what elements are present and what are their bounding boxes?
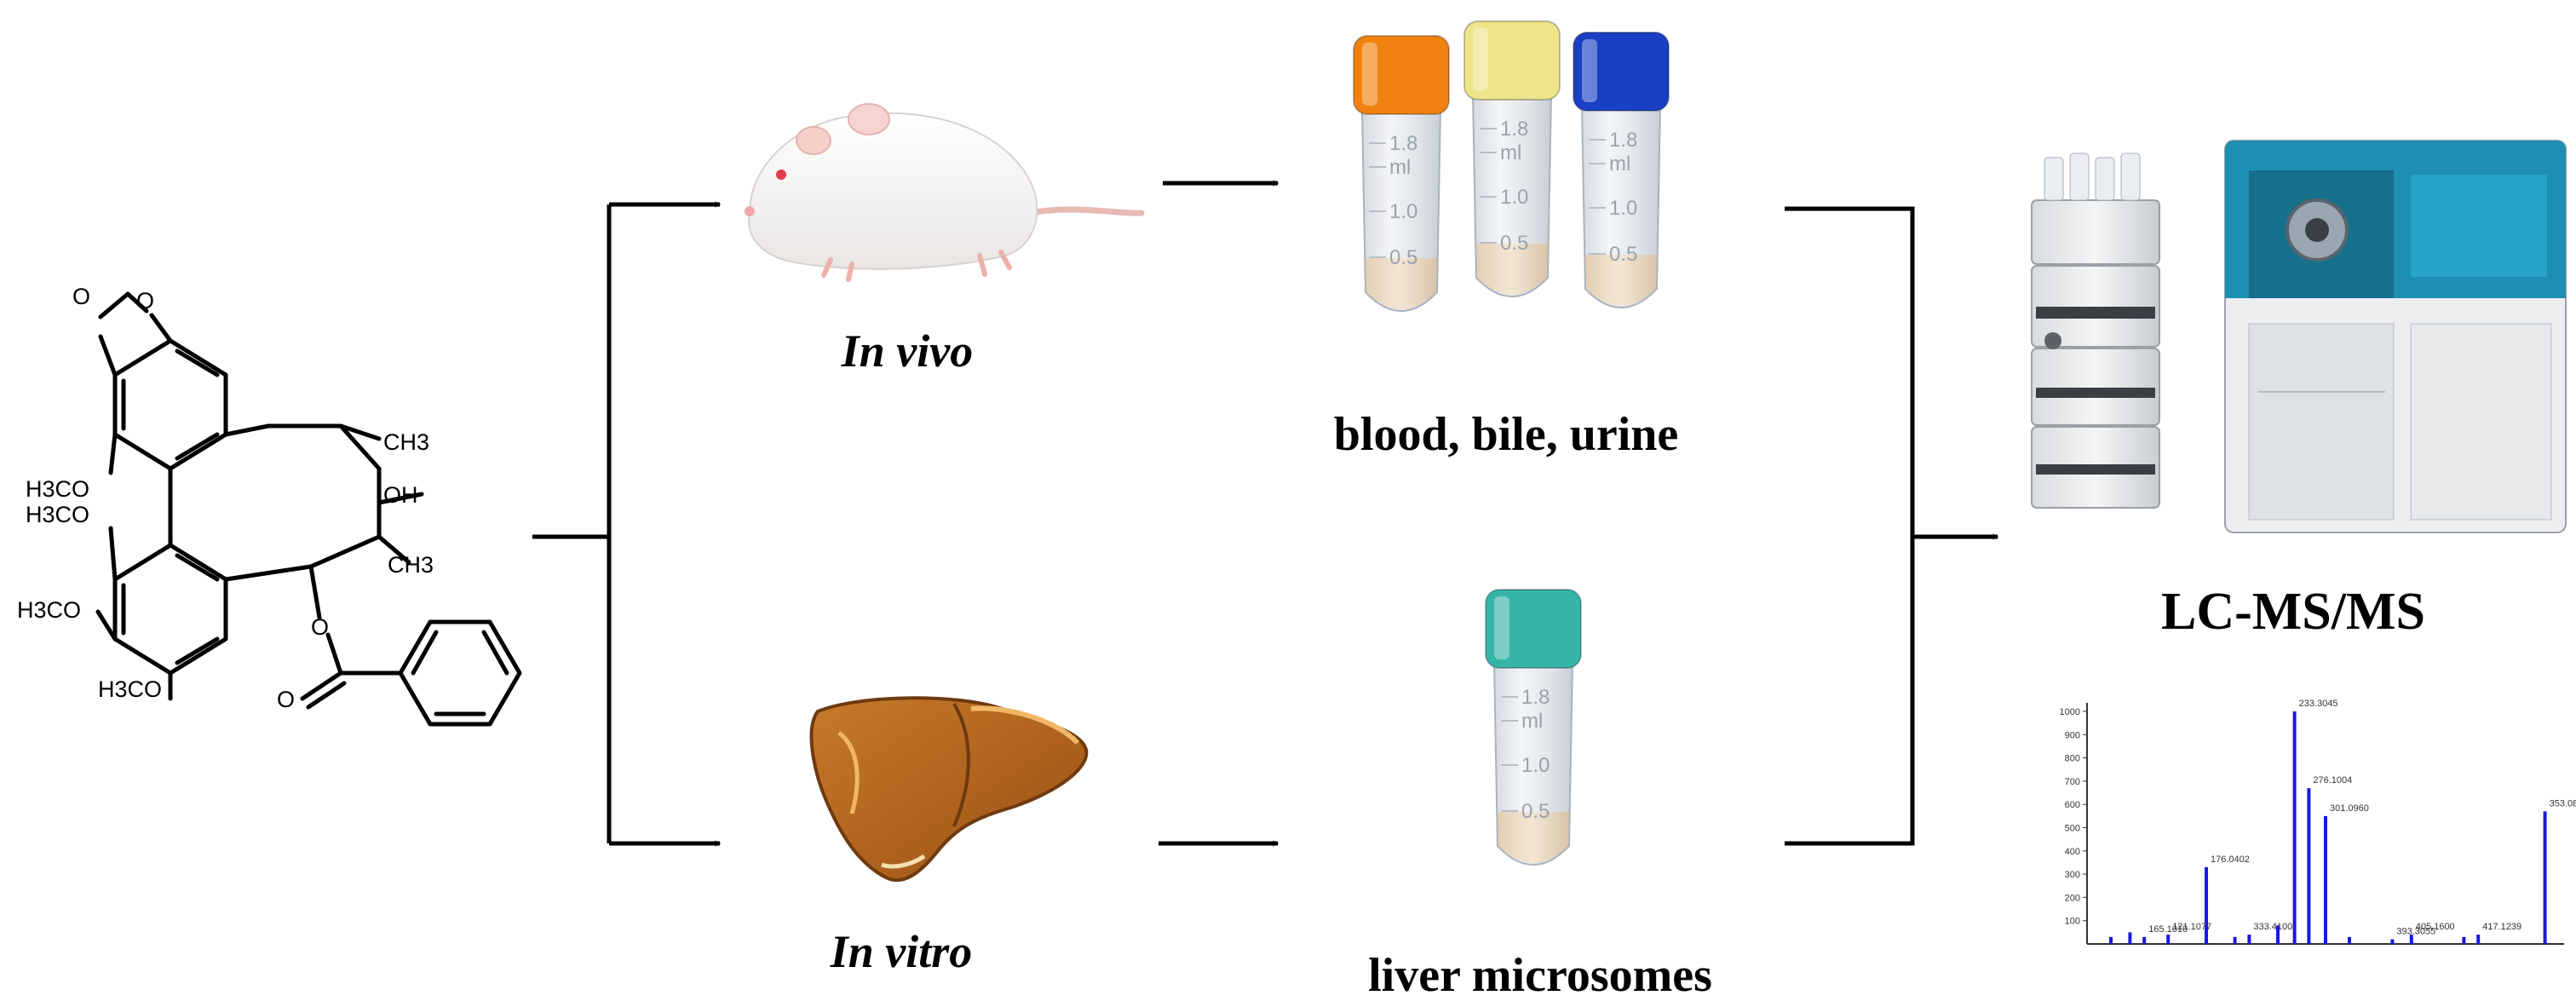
spectrum-y-tick-label: 100 bbox=[2065, 917, 2080, 927]
tube-graduation-label: ml bbox=[1609, 152, 1630, 176]
tube-cap-highlight bbox=[1473, 28, 1488, 91]
methoxy-4: H3CO bbox=[98, 676, 162, 702]
tube-orange-cap: 1.8ml 1.0 0.5 bbox=[1353, 35, 1450, 312]
tube-graduation-label: 0.5 bbox=[1500, 232, 1528, 255]
hplc-stack bbox=[2031, 152, 2160, 509]
label-in-vitro: In vitro bbox=[830, 926, 973, 977]
atom-o-1: O bbox=[72, 284, 90, 309]
tube-graduation-label: 1.8 bbox=[1609, 129, 1637, 152]
spectrum-y-tick-label: 600 bbox=[2065, 800, 2080, 810]
tube-graduation-label: 1.0 bbox=[1500, 186, 1528, 209]
label-in-vivo: In vivo bbox=[841, 325, 974, 377]
spectrum-peak-label: 417.1239 bbox=[2482, 922, 2521, 932]
tube-graduation-label: ml bbox=[1521, 710, 1543, 733]
spectrum-peak-label: 405.1600 bbox=[2416, 922, 2455, 932]
spectrum-peak-label: 121.1077 bbox=[2172, 922, 2211, 932]
tube-cap bbox=[1485, 589, 1582, 669]
hydroxyl: OH bbox=[383, 482, 418, 508]
spectrum-peak-label: 165.1010 bbox=[2148, 924, 2188, 935]
methoxy-3: H3CO bbox=[17, 597, 81, 623]
methyl-2: CH3 bbox=[388, 552, 434, 578]
tube-cap-highlight bbox=[1582, 39, 1597, 102]
tube-yellow-cap: 1.8ml 1.0 0.5 bbox=[1463, 20, 1561, 297]
tube-cap bbox=[1573, 32, 1670, 112]
tube-blue-cap: 1.8ml 1.0 0.5 bbox=[1573, 32, 1670, 308]
spectrum-y-tick-label: 300 bbox=[2065, 870, 2080, 880]
tube-graduation-label: ml bbox=[1389, 156, 1411, 179]
tube-graduation-label: 0.5 bbox=[1609, 243, 1637, 266]
tube-graduation-label: ml bbox=[1500, 141, 1521, 164]
spectrum-peak-label: 333.4100 bbox=[2253, 922, 2292, 932]
spectrum-peak-label: 393.3055 bbox=[2396, 927, 2435, 937]
methyl-1: CH3 bbox=[383, 429, 429, 455]
tube-graduation-label: 1.0 bbox=[1389, 200, 1417, 223]
tube-cap-highlight bbox=[1494, 596, 1509, 659]
spectrum-y-tick-label: 900 bbox=[2065, 730, 2080, 740]
tube-cap-highlight bbox=[1362, 43, 1377, 106]
atom-o-4: O bbox=[277, 687, 295, 712]
liver-illustration bbox=[809, 696, 1089, 883]
tube-graduation-label: 1.8 bbox=[1389, 132, 1417, 155]
branch-arrows bbox=[532, 180, 1999, 847]
spectrum-y-tick-label: 500 bbox=[2065, 824, 2080, 834]
mass-spectrometer bbox=[2224, 140, 2567, 533]
spectrum-y-tick-label: 1000 bbox=[2060, 707, 2080, 717]
methoxy-2: H3CO bbox=[26, 502, 89, 527]
tube-liquid bbox=[1366, 258, 1437, 309]
tube-liquid bbox=[1476, 244, 1548, 295]
spectrum-peak-label: 301.0960 bbox=[2330, 803, 2369, 814]
spectrum-peak-label: 233.3045 bbox=[2299, 699, 2338, 709]
tube-graduation-label: 1.0 bbox=[1609, 197, 1637, 220]
tube-graduation-label: 0.5 bbox=[1521, 800, 1550, 823]
spectrum-y-tick-label: 800 bbox=[2065, 754, 2080, 764]
tube-graduation-label: 1.8 bbox=[1521, 686, 1550, 709]
tube-liquid bbox=[1585, 255, 1657, 306]
molecule-structure bbox=[95, 291, 522, 727]
tube-graduation-label: 1.8 bbox=[1500, 118, 1528, 141]
label-biofluids: blood, bile, urine bbox=[1334, 408, 1679, 461]
tube-cap bbox=[1353, 35, 1450, 115]
spectrum-peak-label: 276.1004 bbox=[2313, 775, 2352, 785]
merge-bracket bbox=[1785, 206, 1915, 846]
spectrum-peak-label: 176.0402 bbox=[2211, 855, 2250, 865]
spectrum-y-tick-label: 200 bbox=[2065, 893, 2080, 903]
spectrum-y-tick-label: 400 bbox=[2065, 847, 2080, 857]
label-liver-microsomes: liver microsomes bbox=[1368, 949, 1712, 1002]
molecule-labels: O O H3CO H3CO H3CO H3CO CH3 OH CH3 O O bbox=[17, 284, 434, 712]
spectrum-y-tick-label: 700 bbox=[2065, 777, 2080, 787]
mass-spectrum: 1000 900 800 700 600 500 400 300 200 100 233.3045… bbox=[2060, 699, 2576, 945]
methoxy-1: H3CO bbox=[26, 476, 89, 502]
lcms-instrument bbox=[2031, 140, 2567, 533]
atom-o-2: O bbox=[136, 288, 154, 314]
sample-tube-in-vitro: 1.8ml 1.0 0.5 bbox=[1485, 589, 1582, 866]
tube-graduation-label: 0.5 bbox=[1389, 246, 1417, 269]
label-lc-ms-ms: LC-MS/MS bbox=[2161, 583, 2425, 641]
tube-cap bbox=[1463, 20, 1561, 101]
mouse-illustration bbox=[745, 103, 1145, 282]
tube-liquid bbox=[1498, 812, 1569, 863]
spectrum-peak-label: 353.0860 bbox=[2550, 798, 2576, 808]
atom-o-3: O bbox=[311, 614, 329, 640]
tube-graduation-label: 1.0 bbox=[1521, 754, 1550, 777]
tube-teal-cap: 1.8ml 1.0 0.5 bbox=[1485, 589, 1582, 866]
